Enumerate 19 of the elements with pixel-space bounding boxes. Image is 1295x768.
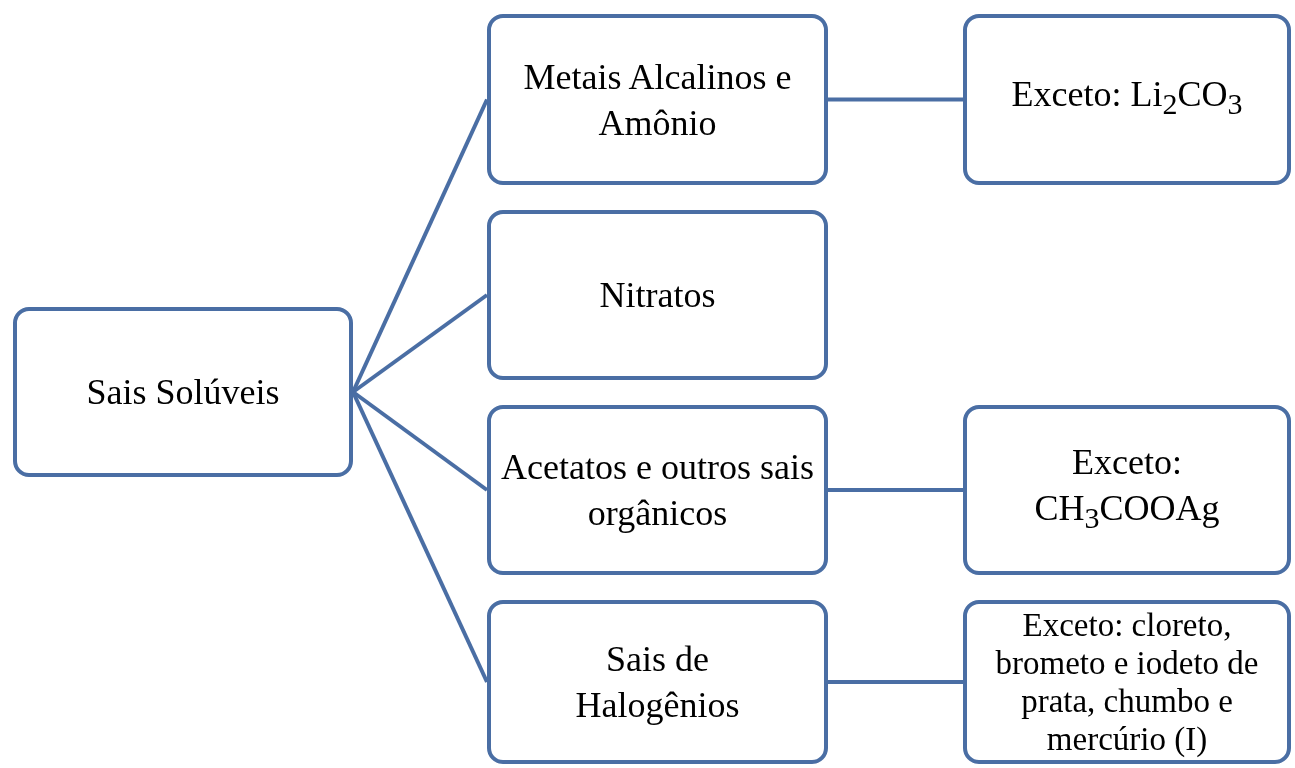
box-text: Sais Solúveis <box>86 371 280 414</box>
category-box <box>487 405 828 575</box>
box-text: Sais de Halogênios <box>574 638 741 727</box>
box-text: Nitratos <box>599 274 716 317</box>
category-box <box>963 600 1291 764</box>
category-box <box>963 14 1291 185</box>
box-text: Metais Alcalinos e Amônio <box>522 55 793 145</box>
box-text: Exceto: CH$_{3}$COOAg <box>1034 440 1220 537</box>
category-box <box>487 600 828 764</box>
box-text: Acetatos e outros sais orgânicos <box>500 446 815 535</box>
connector-line <box>828 680 963 684</box>
connector-line <box>828 97 963 102</box>
box-text: Exceto: Li$_{2}$CO$_{3}$ <box>1011 73 1243 123</box>
box-text: Exceto: cloreto, brometo e iodeto de prata, chumbo e mercúrio (I) <box>994 606 1260 758</box>
connector-line <box>828 488 963 492</box>
category-box <box>487 14 828 185</box>
category-box <box>487 210 828 380</box>
category-box <box>13 307 353 477</box>
category-box <box>963 405 1291 575</box>
